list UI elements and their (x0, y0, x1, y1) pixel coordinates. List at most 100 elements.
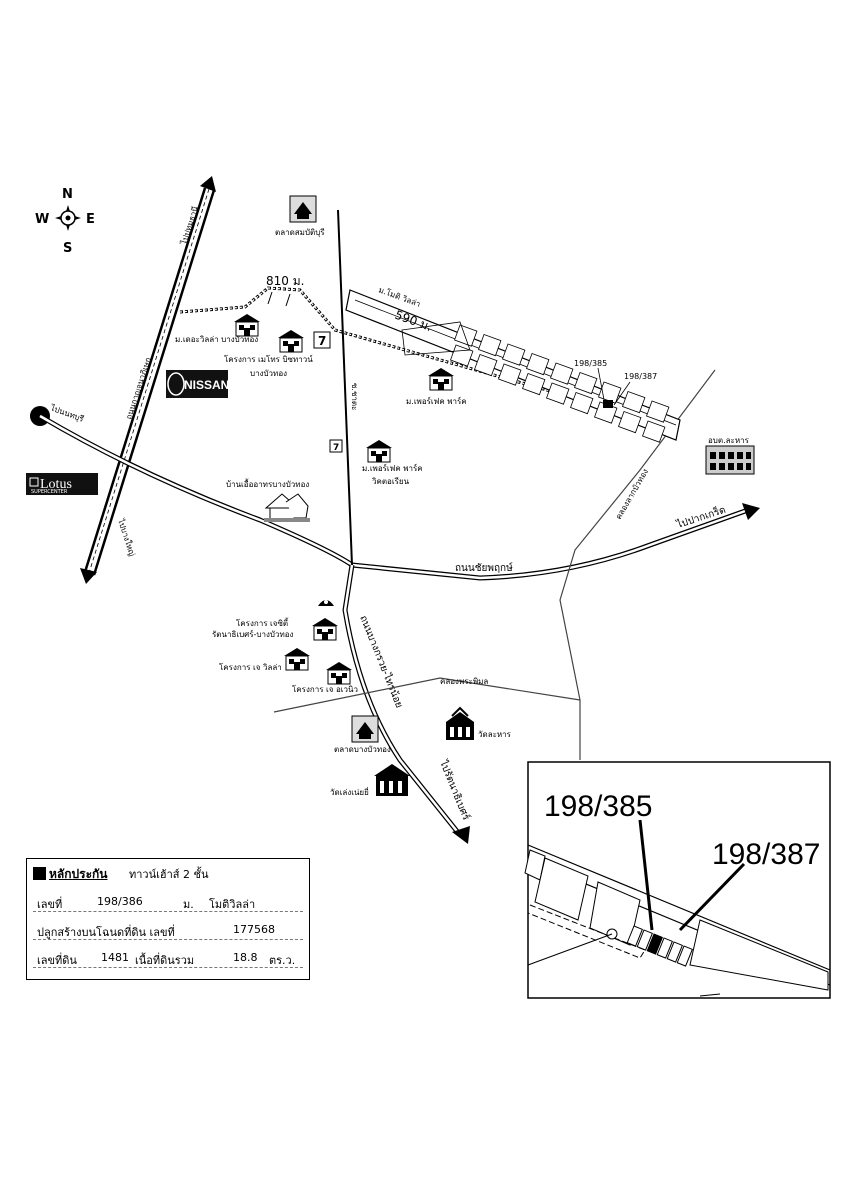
compass-w: W (35, 212, 49, 227)
estate-lot (642, 420, 666, 443)
inset-lot (646, 933, 663, 955)
inset-zoom-map (524, 761, 831, 999)
label-bangbuathong-market: ตลาดบางบัวทอง (334, 745, 391, 754)
estate-lot (574, 371, 598, 395)
label-perfect-park-victorian2: วิคตอเรียน (371, 477, 409, 486)
home-icon (264, 493, 310, 522)
estate-lot (622, 390, 646, 414)
info-deed-value: 177568 (233, 923, 275, 936)
label-wat-lengnoei: วัดเล่งเน่ยยี่ (330, 786, 369, 797)
obt-building-icon (705, 445, 755, 475)
lotus-sub: SUPERCENTER (31, 489, 68, 495)
estate-lot (478, 333, 502, 357)
label-obt: อบต.ละหาร (708, 436, 750, 445)
info-title: หลักประกัน (49, 867, 108, 881)
estate-lot (502, 343, 526, 366)
inset-lot (656, 937, 673, 959)
label-metro: โครงการ เมโทร บิซทาวน์ (224, 354, 313, 364)
info-deed-label: ปลูกสร้างบนโฉนดที่ดิน เลขที่ (37, 926, 175, 939)
label-soi: ซ.ชาตะ (350, 383, 359, 410)
house-icon (278, 330, 304, 353)
brand-icon (318, 600, 334, 606)
inset-lot (636, 929, 653, 951)
estate-lot (474, 353, 498, 377)
info-title-value: ทาวน์เฮ้าส์ 2 ชั้น (129, 868, 209, 881)
label-canal-phrapimon: คลองพระพิมล (440, 677, 488, 686)
compass-icon: N S E W (35, 187, 95, 256)
inset-lot (626, 925, 643, 947)
label-perfect-park: ม.เพอร์เฟค พาร์ค (406, 396, 467, 406)
estate-lot (570, 391, 594, 415)
info-village: โมติวิลล่า (209, 898, 256, 911)
info-number-value: 198/386 (97, 895, 143, 908)
info-deed-row: ปลูกสร้างบนโฉนดที่ดิน เลขที่ 177568 (33, 923, 303, 940)
seven-eleven-icon: 7 (313, 331, 331, 349)
house-icon (428, 368, 454, 391)
inset-lot (676, 945, 693, 967)
estate-lot (454, 324, 478, 347)
label-j-avenue: โครงการ เจ อเวนิว (292, 684, 358, 694)
label-the-villa: ม.เดอะวิลล่า บางบัวทอง (175, 335, 258, 344)
market-icon (351, 715, 379, 743)
nissan-logo: NISSAN (166, 370, 229, 398)
plot-385-label: 198/385 (544, 790, 652, 823)
label-chaiyaphruek: ถนนชัยพฤกษ์ (455, 562, 513, 574)
label-to-bang-yai: ไปบางใหญ่ (116, 517, 137, 558)
label-cherry2: รัตนาธิเบศร์-บางบัวทอง (212, 629, 294, 639)
label-market-sombat: ตลาดสมบัติบุรี (275, 228, 325, 237)
house-icon (326, 662, 352, 685)
temple-icon (374, 764, 410, 796)
seven-eleven-icon: 7 (329, 439, 343, 453)
temple-icon (446, 706, 474, 740)
estate-lot (546, 382, 570, 405)
estate-lot (646, 400, 670, 423)
info-number-row: เลขที่ 198/386 ม. โมติวิลล่า (33, 895, 303, 912)
house-icon (366, 440, 392, 463)
square-bullet-icon (33, 867, 46, 880)
lotus-logo: Lotus SUPERCENTER (26, 473, 98, 495)
north-south-road (337, 209, 353, 566)
info-land-value: 1481 (101, 951, 129, 964)
compass-s: S (63, 241, 72, 256)
label-to-nonthaburi: ไปนนทบุรี (48, 403, 85, 424)
estate-lot (550, 362, 574, 385)
info-number-label: เลขที่ (37, 898, 63, 911)
collateral-info-box: หลักประกัน ทาวน์เฮ้าส์ 2 ชั้น เลขที่ 198… (26, 858, 310, 980)
house-icon (284, 648, 310, 671)
label-j-villa: โครงการ เจ วิลล่า (219, 662, 282, 672)
info-area-label: เนื้อที่ดินรวม (135, 954, 195, 967)
estate-lot (498, 363, 522, 386)
plot-387-label: 198/387 (712, 838, 820, 871)
plot-385-small: 198/385 (574, 359, 607, 368)
svg-text:7: 7 (318, 334, 326, 348)
house-icon (312, 618, 338, 641)
label-kanchanaphisek: ถนนกาญจนาภิเษก (124, 356, 153, 420)
estate-lot (618, 410, 642, 434)
house-icon (234, 314, 260, 337)
info-area-value: 18.8 (233, 951, 258, 964)
label-perfect-park-victorian: ม.เพอร์เฟค พาร์ค (362, 463, 423, 473)
nissan-name: NISSAN (184, 378, 229, 392)
estate-lot (522, 372, 546, 396)
label-canal-lahan: คลองลากบัวทอง (614, 467, 650, 521)
label-bangkruai: ถนนบางกรวย-ไทรน้อย (357, 614, 405, 710)
label-metro2: บางบัวทอง (250, 369, 287, 378)
estate-lot (401, 321, 471, 356)
info-area-unit: ตร.ว. (269, 954, 296, 967)
lotus-name: Lotus (40, 477, 72, 492)
info-land-row: เลขที่ดิน 1481 เนื้อที่ดินรวม 18.8 ตร.ว. (33, 951, 303, 968)
compass-e: E (86, 212, 95, 227)
svg-text:7: 7 (333, 443, 339, 453)
market-icon (289, 195, 317, 223)
compass-n: N (62, 187, 73, 202)
canal-phrapimon (273, 677, 581, 713)
inset-lot (666, 941, 683, 963)
label-home: บ้านเอื้ออาทรบางบัวทอง (226, 478, 309, 489)
estate-lot (526, 352, 550, 376)
label-wat-lahan: วัดละหาร (478, 730, 512, 739)
info-moo-label: ม. (183, 898, 194, 911)
plot-387-small: 198/387 (624, 372, 657, 381)
info-land-label: เลขที่ดิน (37, 954, 77, 967)
kanchanaphisek-road (80, 176, 216, 584)
